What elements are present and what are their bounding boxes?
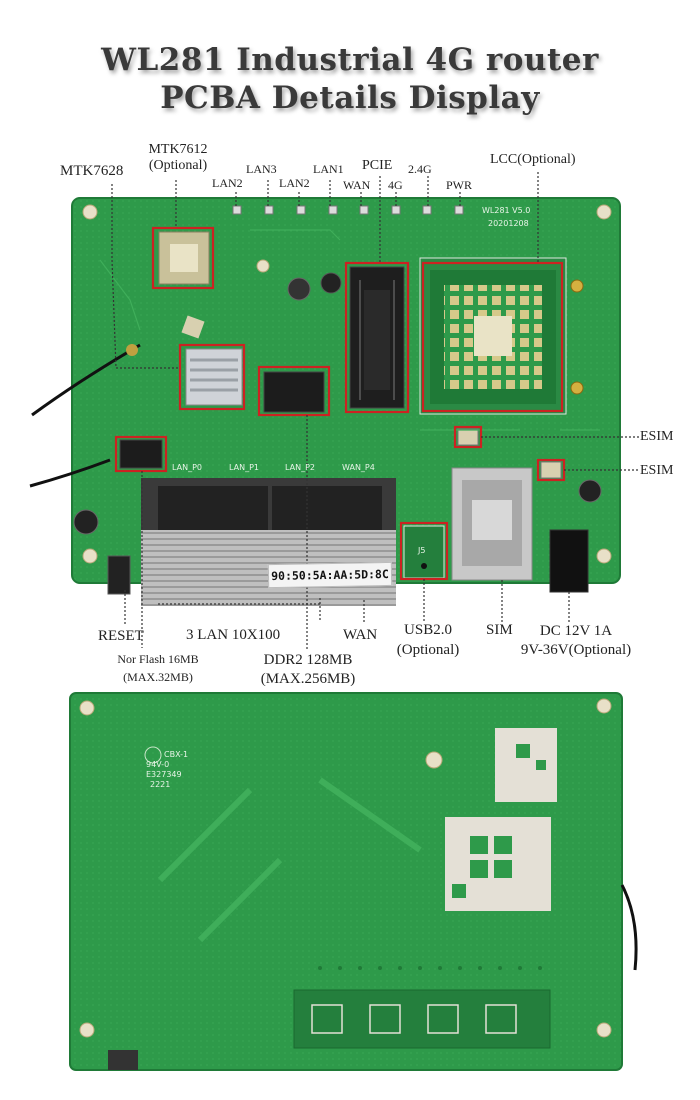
label-mtk7628: MTK7628 bbox=[60, 163, 124, 179]
port-label-lan-p1: LAN_P1 bbox=[229, 463, 260, 472]
label-ddr2: DDR2 128MB bbox=[263, 652, 353, 668]
back-mark-2: 94V-0 bbox=[146, 760, 170, 769]
label-reset: RESET bbox=[98, 628, 144, 644]
label-mtk7612-optional: (Optional) bbox=[148, 158, 208, 173]
back-mark-4: 2221 bbox=[150, 780, 171, 789]
label-usb-optional: (Optional) bbox=[396, 642, 460, 658]
port-label-wan-p4: WAN_P4 bbox=[342, 463, 375, 472]
label-dc: DC 12V 1A bbox=[539, 623, 613, 639]
label-dc-optional: 9V-36V(Optional) bbox=[520, 642, 632, 658]
silk-j5: J5 bbox=[418, 546, 426, 555]
silk-model: WL281 V5.0 bbox=[482, 206, 531, 215]
label-lan2-a: LAN2 bbox=[212, 176, 243, 190]
label-lan1: LAN1 bbox=[313, 162, 344, 176]
port-label-lan-p2: LAN_P2 bbox=[285, 463, 316, 472]
label-nor-flash-max: (MAX.32MB) bbox=[123, 670, 193, 684]
label-lan3: LAN3 bbox=[246, 162, 277, 176]
label-esim-1: ESIM bbox=[640, 429, 674, 444]
label-wan-led: WAN bbox=[343, 178, 371, 192]
silk-date: 20201208 bbox=[488, 219, 529, 228]
label-3-lan: 3 LAN 10X100 bbox=[186, 627, 281, 643]
label-wan-port: WAN bbox=[343, 627, 378, 643]
title-line-2: PCBA Details Display bbox=[160, 80, 540, 116]
port-label-lan-p0: LAN_P0 bbox=[172, 463, 203, 472]
label-esim-2: ESIM bbox=[640, 463, 674, 478]
label-ddr2-max: (MAX.256MB) bbox=[260, 671, 356, 687]
back-mark-1: CBX-1 bbox=[164, 750, 189, 759]
label-2-4g: 2.4G bbox=[408, 162, 432, 176]
label-lan2-b: LAN2 bbox=[279, 176, 310, 190]
title-line-1: WL281 Industrial 4G router bbox=[101, 42, 599, 78]
label-lcc: LCC(Optional) bbox=[490, 152, 576, 167]
label-usb: USB2.0 bbox=[404, 622, 452, 638]
mac-address-sticker: 90:50:5A:AA:5D:8C bbox=[267, 561, 393, 589]
back-mark-3: E327349 bbox=[146, 770, 182, 779]
label-sim: SIM bbox=[486, 622, 513, 638]
label-nor-flash: Nor Flash 16MB bbox=[117, 652, 199, 666]
bottom-board bbox=[69, 692, 638, 1071]
label-pcie: PCIE bbox=[362, 158, 393, 173]
label-pwr: PWR bbox=[446, 178, 473, 192]
label-mtk7612: MTK7612 bbox=[148, 142, 208, 157]
label-4g: 4G bbox=[388, 178, 403, 192]
